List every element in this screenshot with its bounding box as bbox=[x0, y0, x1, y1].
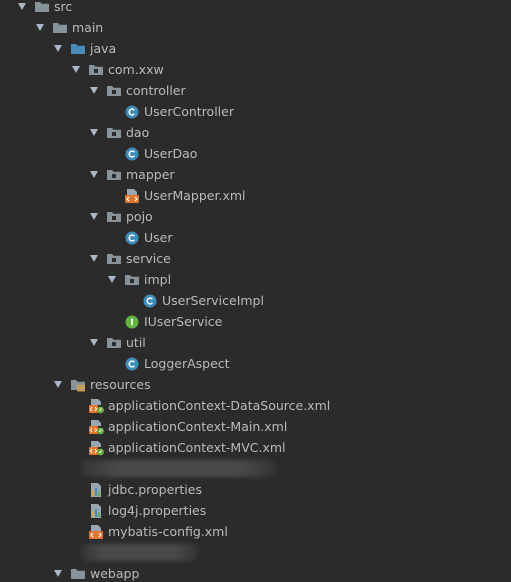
tree-item-label: IUserService bbox=[144, 314, 223, 329]
xml-file-icon bbox=[124, 188, 140, 204]
tree-item-label: UserServiceImpl bbox=[162, 293, 264, 308]
expand-arrow-icon[interactable] bbox=[90, 87, 98, 94]
tree-item-pojo[interactable]: pojo bbox=[0, 206, 511, 227]
class-icon bbox=[124, 104, 140, 120]
spring-xml-icon bbox=[88, 440, 104, 456]
expand-arrow-icon[interactable] bbox=[108, 276, 116, 283]
source-root-folder-icon bbox=[70, 41, 86, 57]
package-icon bbox=[106, 209, 122, 225]
tree-item-userdao[interactable]: UserDao bbox=[0, 143, 511, 164]
tree-item-label: User bbox=[144, 230, 173, 245]
tree-item-label: mybatis-config.xml bbox=[108, 524, 228, 539]
properties-file-icon bbox=[88, 503, 104, 519]
interface-icon bbox=[124, 314, 140, 330]
xml-file-icon bbox=[88, 524, 104, 540]
folder-icon bbox=[52, 20, 68, 36]
tree-item-label: util bbox=[126, 335, 146, 350]
tree-item-webapp[interactable]: webapp bbox=[0, 563, 511, 582]
package-icon bbox=[106, 335, 122, 351]
spring-xml-icon bbox=[88, 398, 104, 414]
package-icon bbox=[88, 62, 104, 78]
tree-item-impl[interactable]: impl bbox=[0, 269, 511, 290]
tree-item-usermapper-xml[interactable]: UserMapper.xml bbox=[0, 185, 511, 206]
tree-item-src[interactable]: src bbox=[0, 0, 511, 17]
tree-item-applicationcontext-datasource-xml[interactable]: applicationContext-DataSource.xml bbox=[0, 395, 511, 416]
tree-item-iuserservice[interactable]: IUserService bbox=[0, 311, 511, 332]
class-icon bbox=[142, 293, 158, 309]
folder-icon bbox=[34, 0, 50, 15]
tree-item-label: resources bbox=[90, 377, 151, 392]
expand-arrow-icon[interactable] bbox=[90, 213, 98, 220]
spring-xml-icon bbox=[88, 419, 104, 435]
tree-item-label: webapp bbox=[90, 566, 140, 581]
tree-item-com-xxw[interactable]: com.xxw bbox=[0, 59, 511, 80]
tree-item-label: UserController bbox=[144, 104, 234, 119]
tree-item-label: java bbox=[90, 41, 117, 56]
class-icon bbox=[124, 146, 140, 162]
tree-item-label: service bbox=[126, 251, 171, 266]
tree-item-label: jdbc.properties bbox=[108, 482, 202, 497]
tree-item-label: applicationContext-Main.xml bbox=[108, 419, 288, 434]
folder-icon bbox=[70, 566, 86, 582]
tree-item-controller[interactable]: controller bbox=[0, 80, 511, 101]
expand-arrow-icon[interactable] bbox=[90, 255, 98, 262]
tree-item-service[interactable]: service bbox=[0, 248, 511, 269]
expand-arrow-icon[interactable] bbox=[90, 129, 98, 136]
tree-item-label: applicationContext-MVC.xml bbox=[108, 440, 286, 455]
redaction-blur bbox=[80, 544, 198, 561]
tree-item-jdbc-properties[interactable]: jdbc.properties bbox=[0, 479, 511, 500]
expand-arrow-icon[interactable] bbox=[54, 45, 62, 52]
tree-item-label: UserDao bbox=[144, 146, 198, 161]
package-icon bbox=[106, 83, 122, 99]
tree-item-dao[interactable]: dao bbox=[0, 122, 511, 143]
class-icon bbox=[124, 230, 140, 246]
tree-item-label: applicationContext-DataSource.xml bbox=[108, 398, 331, 413]
resources-root-folder-icon bbox=[70, 377, 86, 393]
tree-item-mapper[interactable]: mapper bbox=[0, 164, 511, 185]
tree-item-applicationcontext-main-xml[interactable]: applicationContext-Main.xml bbox=[0, 416, 511, 437]
tree-item-label: dao bbox=[126, 125, 150, 140]
expand-arrow-icon[interactable] bbox=[90, 339, 98, 346]
tree-item-label: pojo bbox=[126, 209, 153, 224]
tree-item-label: log4j.properties bbox=[108, 503, 207, 518]
package-icon bbox=[124, 272, 140, 288]
tree-item-java[interactable]: java bbox=[0, 38, 511, 59]
expand-arrow-icon[interactable] bbox=[18, 3, 26, 10]
tree-item-label: mapper bbox=[126, 167, 175, 182]
package-icon bbox=[106, 167, 122, 183]
properties-file-icon bbox=[88, 482, 104, 498]
expand-arrow-icon[interactable] bbox=[54, 381, 62, 388]
redacted-tree-item bbox=[0, 458, 511, 479]
tree-item-label: src bbox=[54, 0, 73, 14]
tree-item-label: UserMapper.xml bbox=[144, 188, 246, 203]
tree-item-resources[interactable]: resources bbox=[0, 374, 511, 395]
package-icon bbox=[106, 251, 122, 267]
tree-item-usercontroller[interactable]: UserController bbox=[0, 101, 511, 122]
redacted-tree-item bbox=[0, 542, 511, 563]
expand-arrow-icon[interactable] bbox=[36, 24, 44, 31]
tree-item-label: com.xxw bbox=[108, 62, 164, 77]
tree-item-main[interactable]: main bbox=[0, 17, 511, 38]
tree-item-userserviceimpl[interactable]: UserServiceImpl bbox=[0, 290, 511, 311]
expand-arrow-icon[interactable] bbox=[72, 66, 80, 73]
expand-arrow-icon[interactable] bbox=[54, 570, 62, 577]
tree-item-user[interactable]: User bbox=[0, 227, 511, 248]
package-icon bbox=[106, 125, 122, 141]
tree-item-label: impl bbox=[144, 272, 172, 287]
tree-item-mybatis-config-xml[interactable]: mybatis-config.xml bbox=[0, 521, 511, 542]
expand-arrow-icon[interactable] bbox=[90, 171, 98, 178]
tree-item-label: controller bbox=[126, 83, 186, 98]
tree-item-log4j-properties[interactable]: log4j.properties bbox=[0, 500, 511, 521]
tree-item-loggeraspect[interactable]: LoggerAspect bbox=[0, 353, 511, 374]
tree-item-util[interactable]: util bbox=[0, 332, 511, 353]
tree-item-label: main bbox=[72, 20, 104, 35]
tree-item-applicationcontext-mvc-xml[interactable]: applicationContext-MVC.xml bbox=[0, 437, 511, 458]
redaction-blur bbox=[80, 460, 276, 477]
tree-item-label: LoggerAspect bbox=[144, 356, 230, 371]
class-icon bbox=[124, 356, 140, 372]
